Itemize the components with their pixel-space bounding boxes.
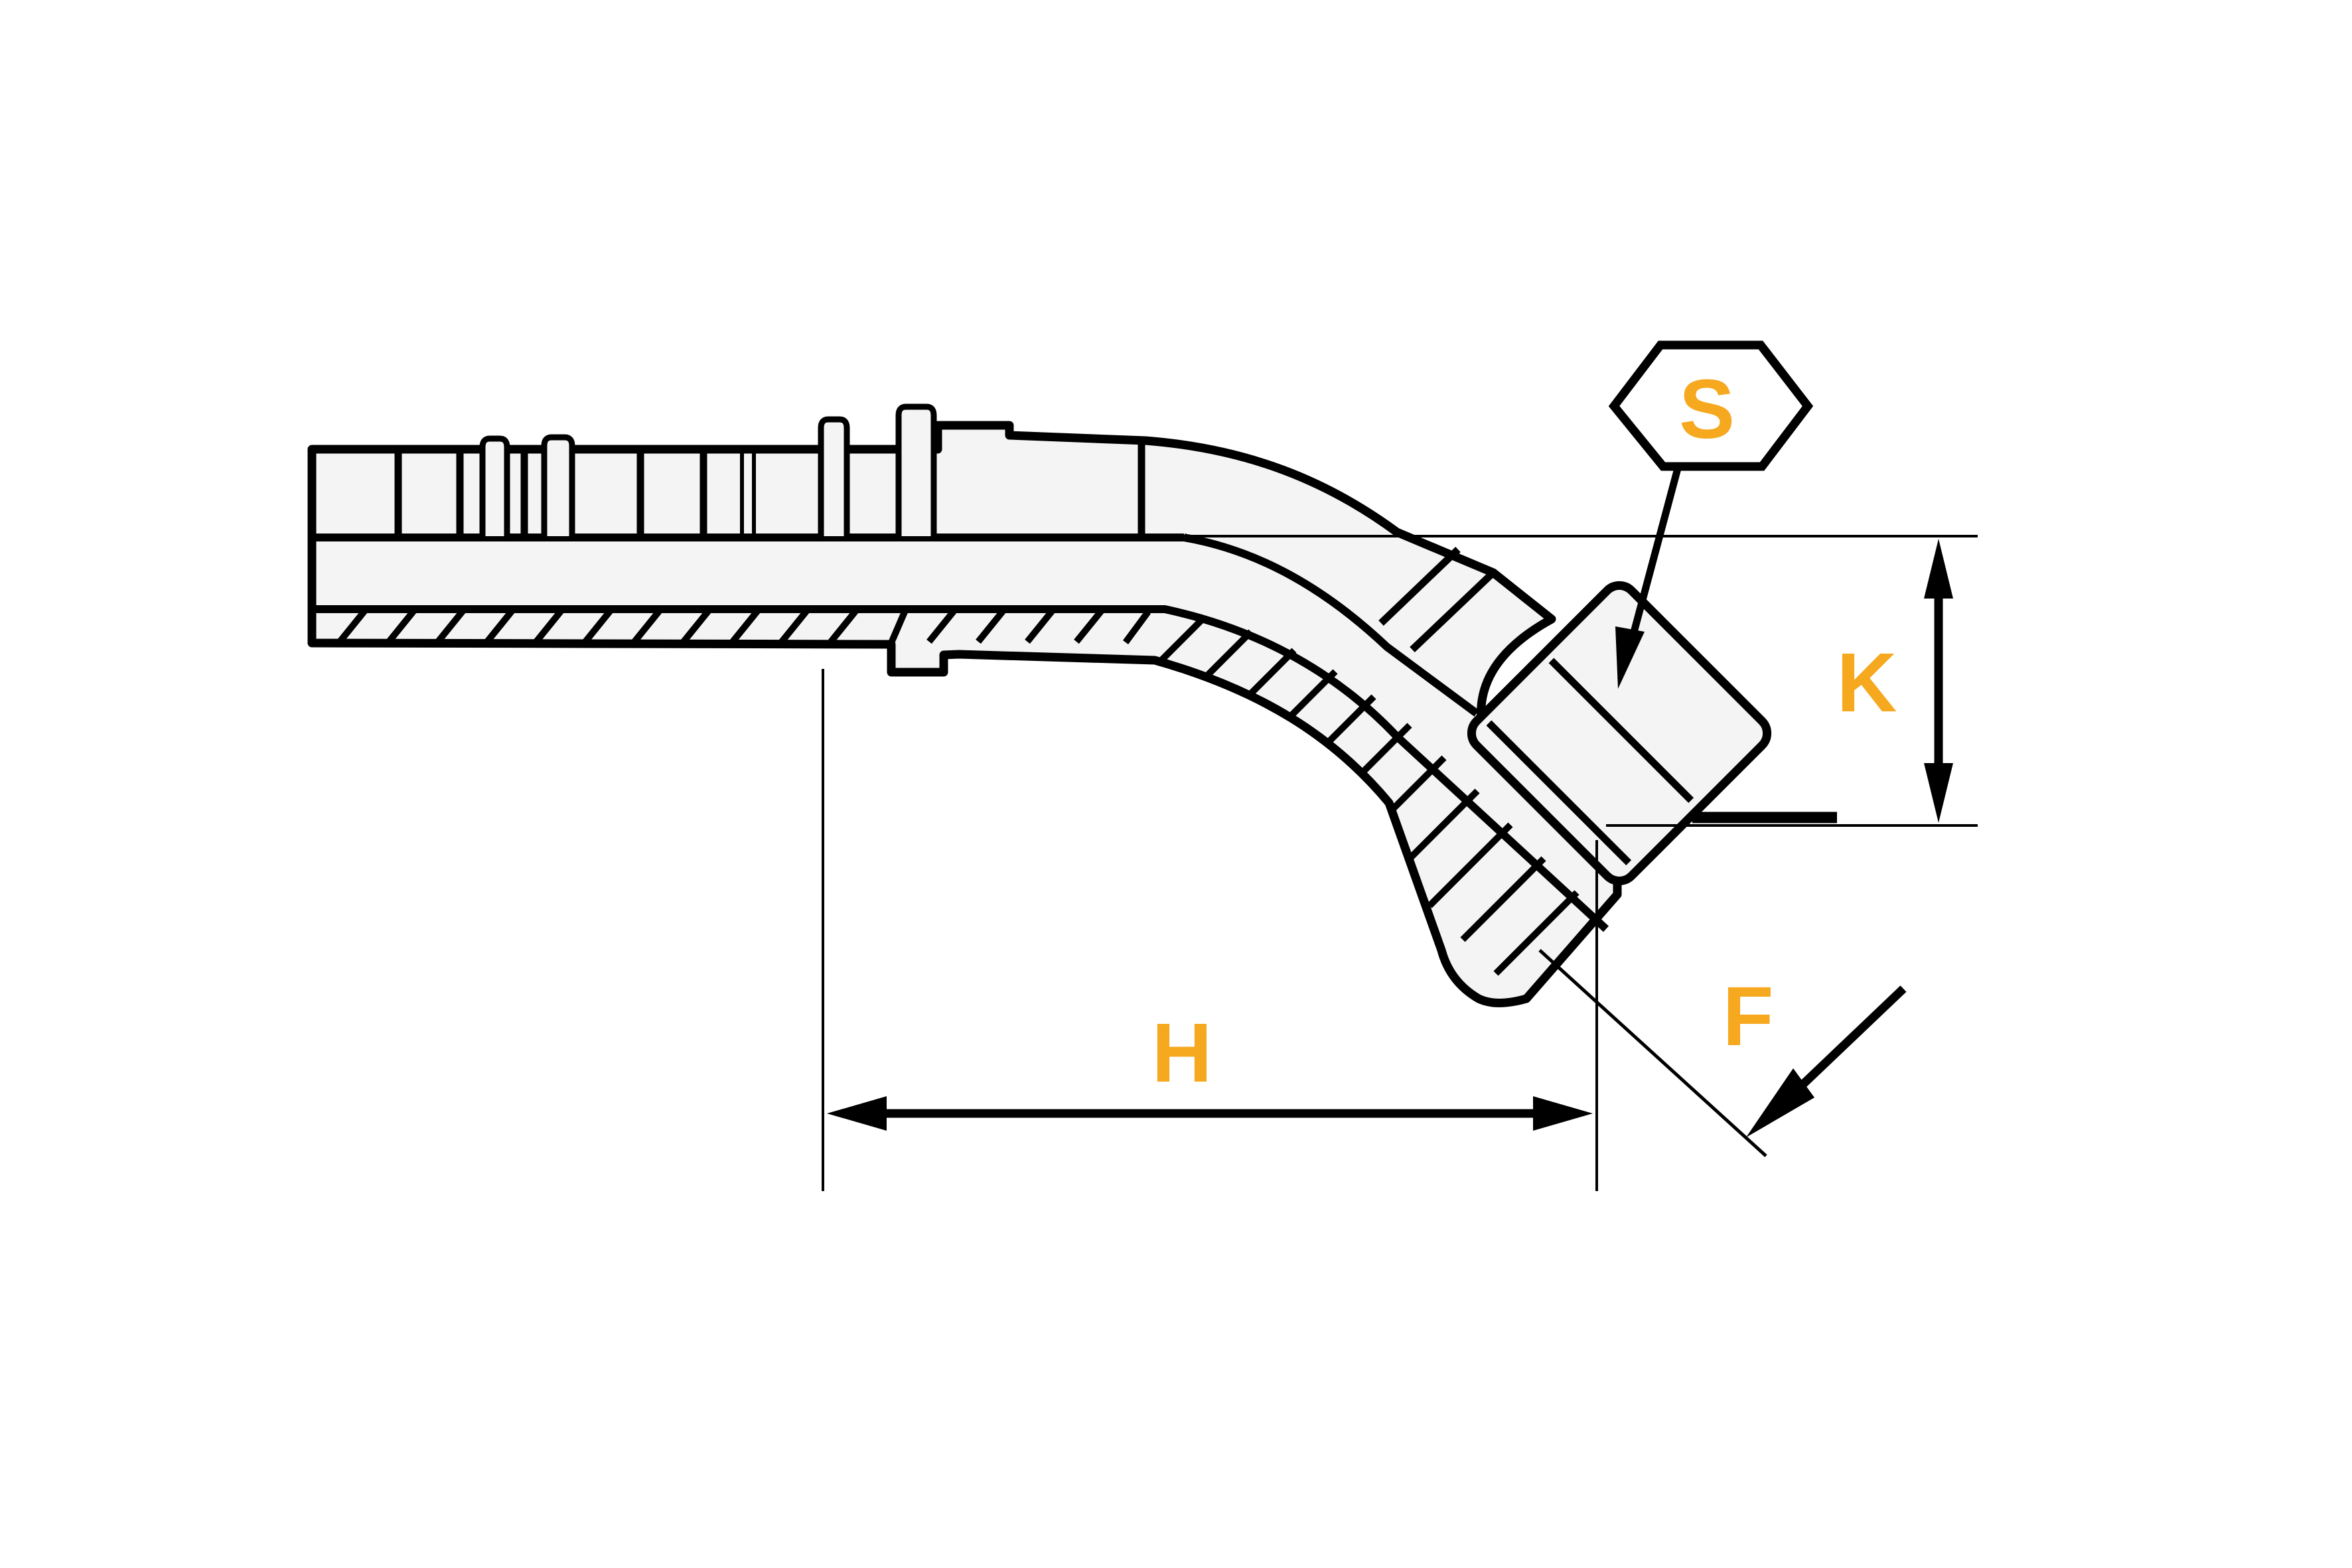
h-dimension-label: H [1152,1006,1213,1100]
elbow-inner-curve [1183,534,1479,717]
arrowhead-up-icon [1924,539,1953,599]
tube-hatch-top-line [312,605,1609,932]
fitting-body [307,403,1622,1007]
s-leader-line [1623,467,1682,658]
k-dimension-label: K [1837,636,1897,729]
part-silhouette [307,421,1622,1007]
hex-swivel-nut [1467,581,1772,886]
crimp-pin [895,403,937,536]
nut-flat-edges [1486,658,1694,866]
sleeve-thin-division-pair [740,449,756,537]
s-leader-arrowhead-icon [1615,626,1645,689]
f-dimension-label: F [1723,969,1774,1063]
arrowhead-right-icon [1533,1096,1593,1131]
arrowhead-left-icon [827,1096,887,1131]
s-callout-label: S [1679,362,1735,456]
h-dimension: H [822,669,1598,1191]
annotations: K S H F [822,340,1978,1191]
k-dimension-arrow [1924,539,1953,823]
f-arrowhead-icon [1746,1068,1814,1137]
s-hex-callout: S [1608,340,1814,689]
collar-groove-lines [1378,547,1496,652]
arrowhead-down-icon [1924,763,1953,823]
hexagon-callout-icon [1608,340,1814,471]
crimp-pin [479,435,510,536]
serration-hatch [337,608,1609,1003]
crimp-pin [818,416,850,536]
f-arrow-line [1789,985,1907,1098]
crimp-pin [541,434,575,536]
crimp-pins [479,403,937,536]
f-face-reference-line [1538,949,1767,1157]
sleeve-division-lines [394,441,1145,537]
f-dimension: F [1538,949,1907,1157]
